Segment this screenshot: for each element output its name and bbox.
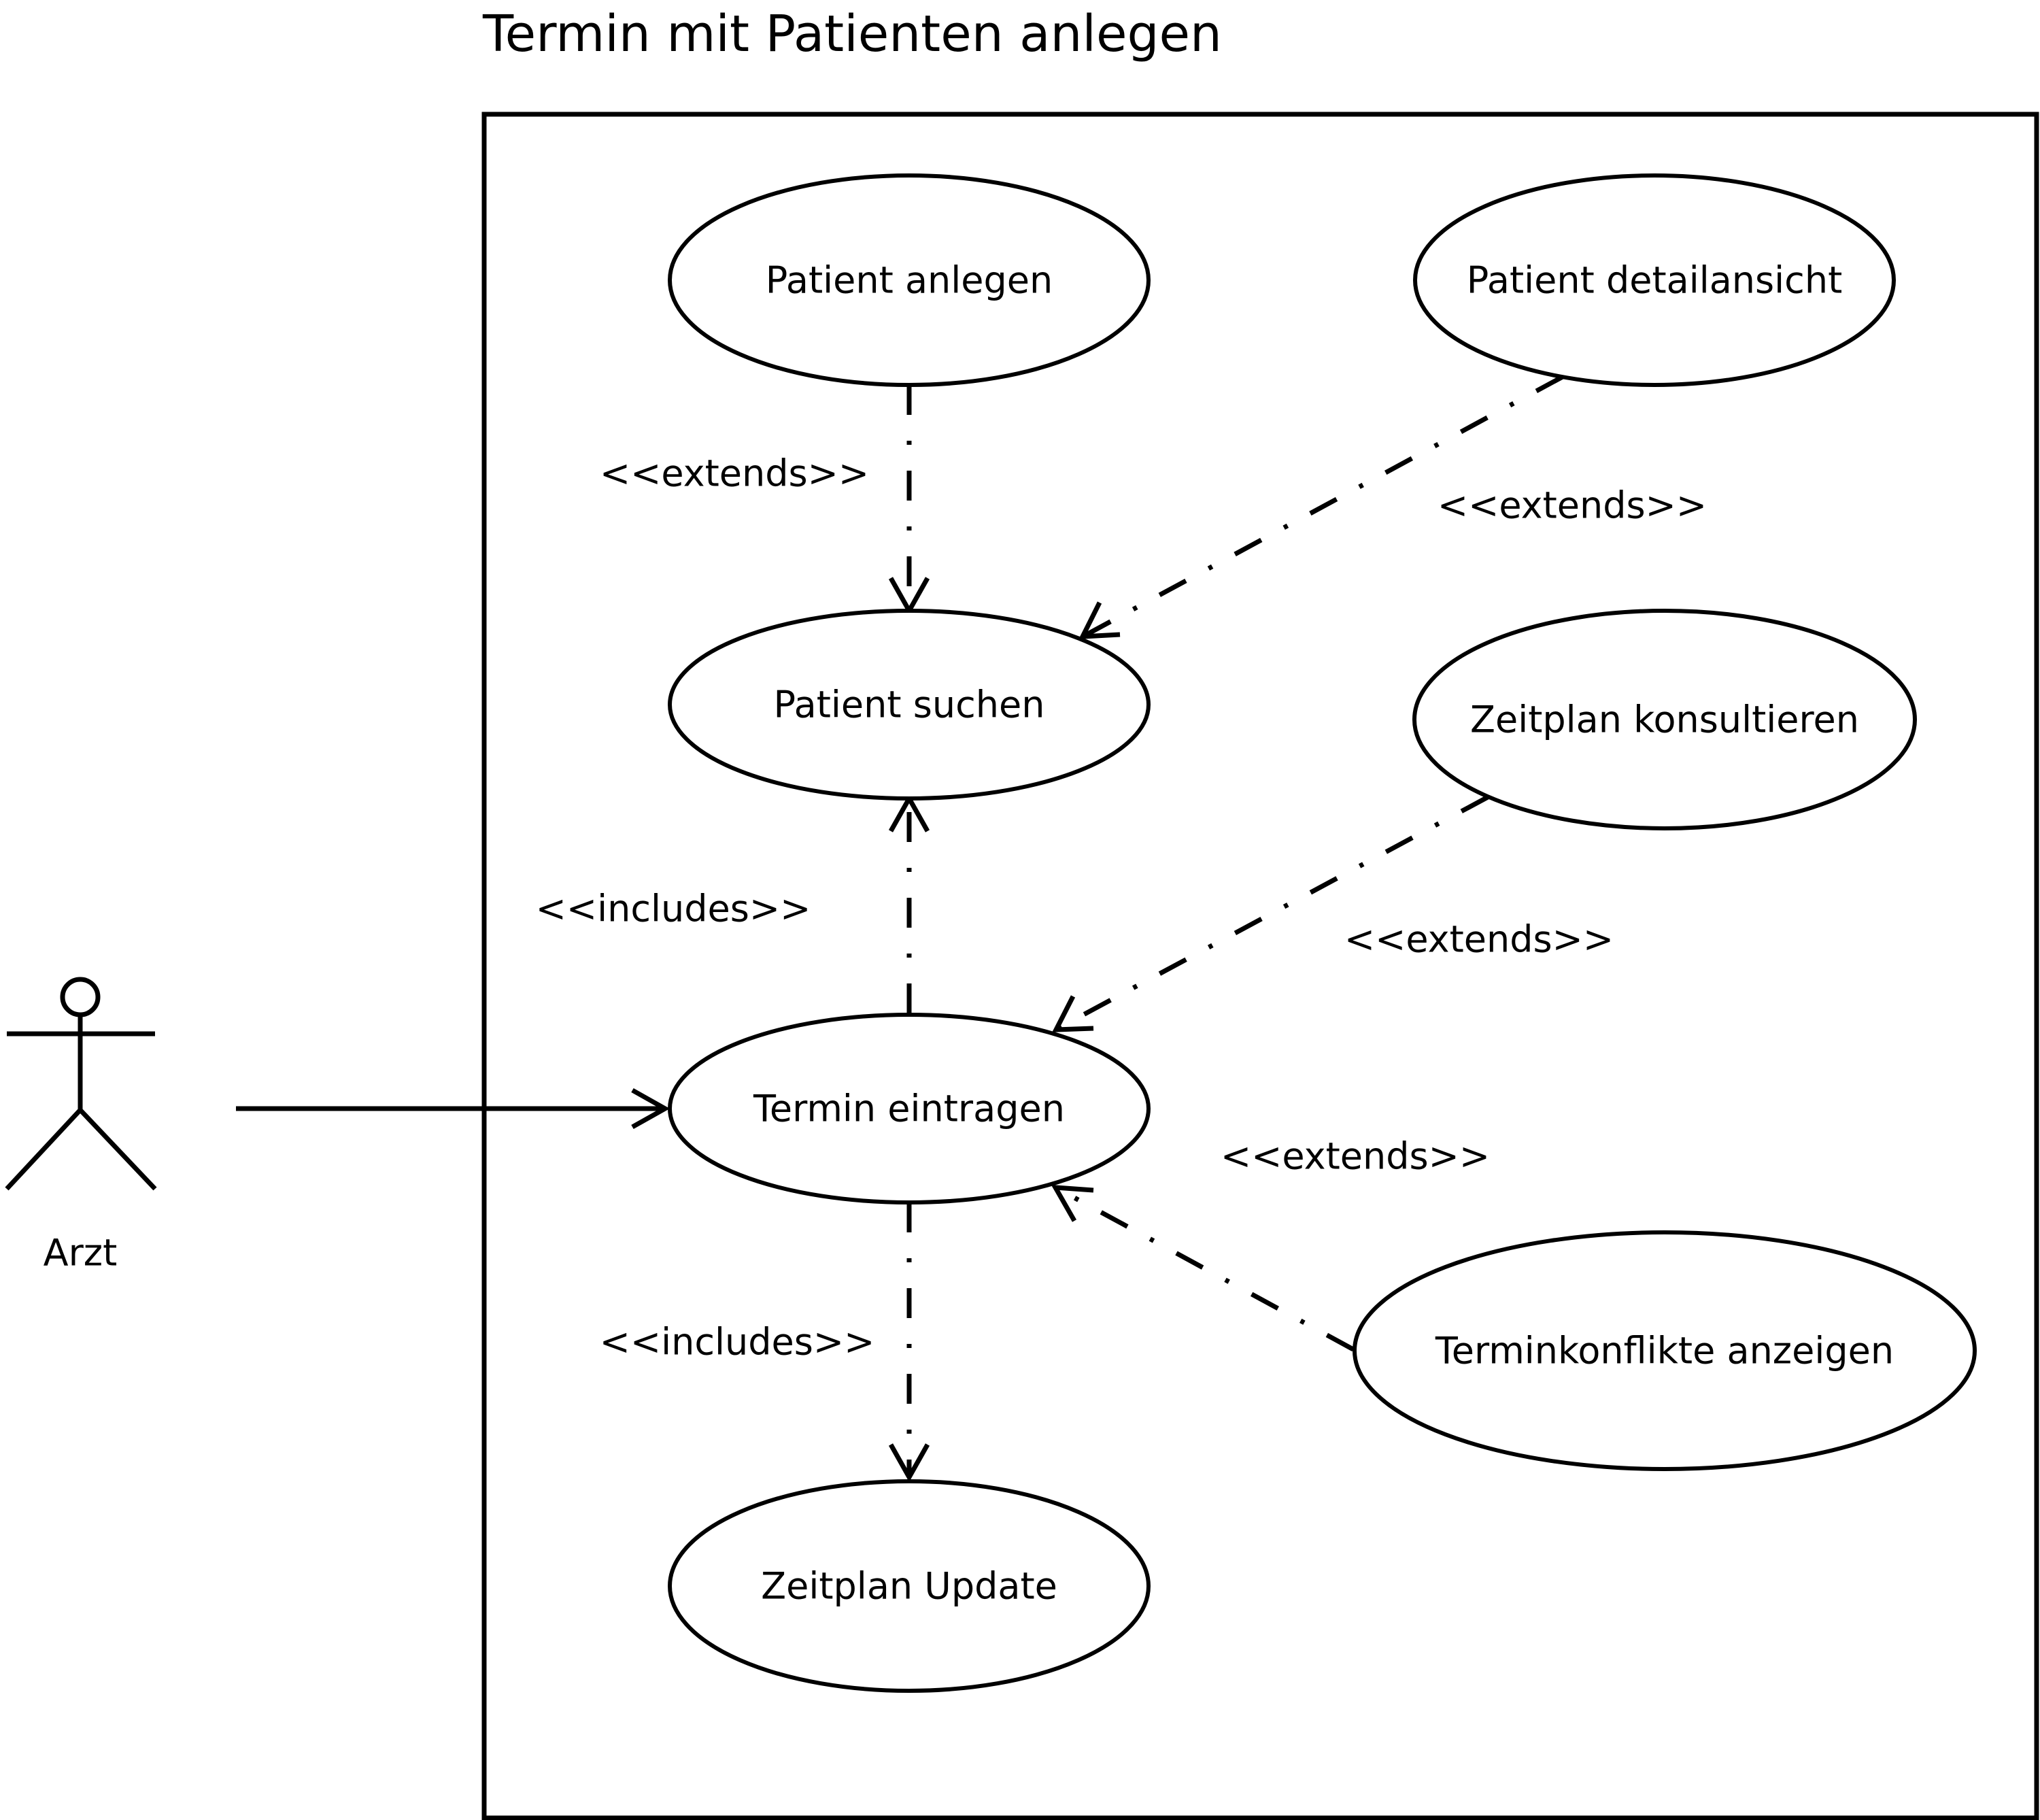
relation-konflikte-extends-eintragen: <<extends>> <box>1051 1135 1490 1352</box>
system-boundary <box>481 112 2039 1820</box>
relation-eintragen-includes-update: <<includes>> <box>600 1202 930 1483</box>
stereotype-label: <<extends>> <box>1438 484 1707 527</box>
stick-figure-icon <box>5 977 157 1191</box>
stereotype-label: <<includes>> <box>600 1321 875 1364</box>
relation-detailansicht-extends-suchen: <<extends>> <box>1078 374 1707 639</box>
actor-arzt: Arzt <box>5 977 157 1275</box>
use-case-patient-anlegen: Patient anlegen <box>668 173 1151 387</box>
stereotype-label: <<includes>> <box>536 888 811 930</box>
use-case-zeitplan-update: Zeitplan Update <box>668 1479 1151 1693</box>
use-case-label: Zeitplan Update <box>761 1565 1057 1608</box>
use-case-patient-detailansicht: Patient detailansicht <box>1413 173 1896 387</box>
use-case-label: Termin eintragen <box>753 1088 1065 1130</box>
use-case-label: Terminkonflikte anzeigen <box>1435 1330 1894 1372</box>
use-case-label: Patient anlegen <box>766 259 1053 302</box>
use-case-label: Patient detailansicht <box>1467 259 1843 302</box>
relation-eintragen-includes-suchen: <<includes>> <box>536 793 930 1013</box>
actor-label: Arzt <box>44 1232 118 1275</box>
use-case-termin-eintragen: Termin eintragen <box>668 1013 1151 1204</box>
use-case-patient-suchen: Patient suchen <box>668 609 1151 801</box>
association-arzt-termin-eintragen <box>236 1088 670 1130</box>
use-case-label: Patient suchen <box>774 684 1045 726</box>
relation-konsultieren-extends-eintragen: <<extends>> <box>1052 794 1614 1032</box>
use-case-terminkonflikte-anzeigen: Terminkonflikte anzeigen <box>1353 1230 1977 1471</box>
diagram-title: Termin mit Patienten anlegen <box>482 5 1222 63</box>
use-case-label: Zeitplan konsultieren <box>1470 698 1859 741</box>
use-case-zeitplan-konsultieren: Zeitplan konsultieren <box>1412 609 1917 830</box>
relation-anlegen-extends-suchen: <<extends>> <box>600 385 930 616</box>
stereotype-label: <<extends>> <box>600 452 869 495</box>
stereotype-label: <<extends>> <box>1221 1135 1490 1178</box>
stereotype-label: <<extends>> <box>1344 918 1614 961</box>
